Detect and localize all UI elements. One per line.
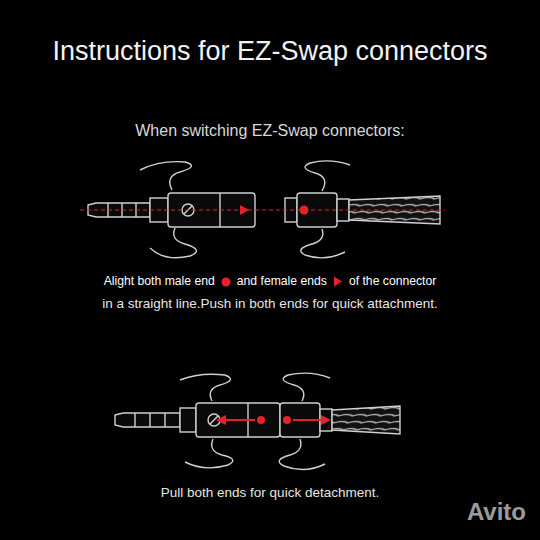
instruction-text: in a straight line.Push in both ends for… (0, 296, 540, 311)
title: Instructions for EZ-Swap connectors (0, 36, 540, 67)
instruction-text: Pull both ends for quick detachment. (0, 485, 540, 500)
subtitle: When switching EZ-Swap connectors: (0, 122, 540, 140)
male-dot-symbol (221, 277, 231, 287)
instruction-text: Alight both male end (104, 274, 215, 288)
instruction-line: Alight both male end and female ends of th… (0, 274, 540, 288)
instruction-text: of the connector (349, 274, 436, 288)
female-triangle-symbol (333, 276, 343, 287)
watermark: Avito (467, 498, 526, 526)
instruction-text: and female ends (237, 274, 327, 288)
